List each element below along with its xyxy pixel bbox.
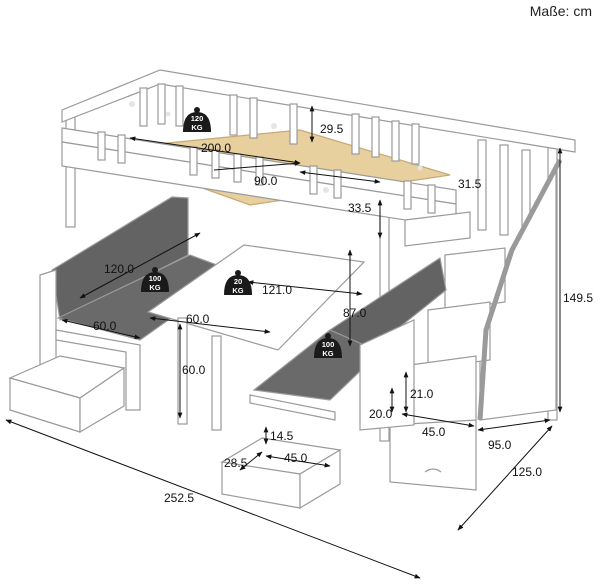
right-drawer (220, 437, 342, 510)
dim-bench-depth-left: 60.0 (93, 319, 117, 333)
unit-label: Maße: cm (529, 3, 592, 19)
dim-bench-right-length: 87.0 (343, 306, 367, 320)
dimension-labels: 200.0 90.0 29.5 31.5 33.5 149.5 120.0 60… (93, 122, 593, 505)
right-bench (249, 257, 447, 431)
dimension-lines (5, 105, 563, 579)
weight-badge-bed: 120 KG (183, 107, 211, 132)
dim-bench-back-length: 120.0 (104, 262, 134, 276)
dim-shelf-depth: 31.5 (458, 177, 482, 191)
bed-back-spindles (139, 83, 531, 241)
dim-bed-length: 200.0 (201, 141, 231, 155)
svg-text:120: 120 (191, 114, 204, 123)
left-bench-front (55, 329, 141, 411)
svg-text:100: 100 (149, 274, 162, 283)
bed-back-rail (61, 69, 576, 153)
left-drawer (8, 355, 126, 434)
dim-total-depth: 125.0 (512, 465, 542, 479)
bed-shelf (404, 211, 471, 247)
dim-total-height: 149.5 (563, 291, 593, 305)
dim-total-length: 252.5 (164, 491, 194, 505)
dim-step-height: 21.0 (410, 387, 434, 401)
dim-rail-height: 29.5 (320, 122, 344, 136)
svg-text:KG: KG (191, 123, 202, 132)
svg-text:KG: KG (232, 286, 243, 295)
dim-table-width: 60.0 (186, 312, 210, 326)
dim-step-width: 45.0 (422, 425, 446, 439)
stair-handrail (477, 158, 563, 421)
dim-step-gap: 20.0 (369, 407, 393, 421)
dim-bed-width: 90.0 (254, 174, 278, 188)
weight-badge-right-bench: 100 KG (314, 333, 342, 358)
svg-text:KG: KG (149, 283, 160, 292)
dim-bed-clearance: 33.5 (348, 201, 372, 215)
dim-table-height: 60.0 (182, 363, 206, 377)
table-leg-front-right (211, 335, 222, 431)
dim-drawer-width: 45.0 (284, 451, 308, 465)
dim-drawer-height: 14.5 (270, 429, 294, 443)
svg-text:KG: KG (322, 349, 333, 358)
stair-step-1 (444, 247, 506, 311)
svg-text:20: 20 (234, 277, 242, 286)
stair-step-2 (427, 301, 491, 369)
weight-badge-table: 20 KG (224, 270, 252, 295)
dim-table-length: 121.0 (262, 283, 292, 297)
dim-drawer-depth: 28.5 (224, 456, 248, 470)
stair-drawer-handle (424, 468, 442, 473)
bed-star-moon-decor (129, 101, 423, 193)
svg-text:100: 100 (322, 340, 335, 349)
dim-stair-depth: 95.0 (488, 438, 512, 452)
